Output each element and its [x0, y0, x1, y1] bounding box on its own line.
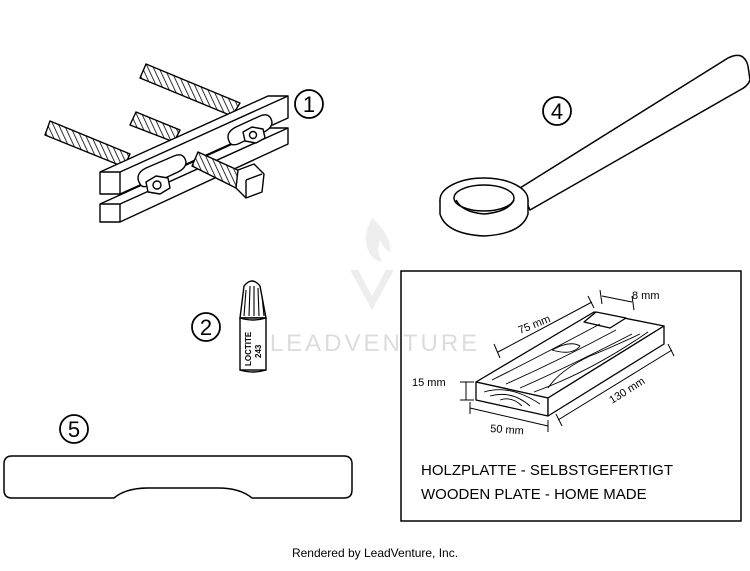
dim-height-label: 15 mm [412, 377, 446, 389]
loctite-body [239, 317, 267, 371]
dim-width-label: 50 mm [490, 423, 524, 437]
middle-threaded-rod [129, 111, 181, 143]
loctite-tube [239, 280, 267, 373]
wooden-plate-frame [400, 270, 742, 522]
puller-tool [44, 63, 289, 223]
caption-english: WOODEN PLATE - HOME MADE [421, 486, 647, 503]
callout-label-1: 1 [303, 92, 315, 117]
block-right-face [547, 325, 665, 417]
callout-circle-2 [191, 312, 221, 342]
dim-length-label: 75 mm [517, 313, 553, 337]
callout-label-5: 5 [68, 417, 80, 442]
slot-left [137, 154, 187, 188]
footer-credit: Rendered by LeadVenture, Inc. [291, 546, 459, 560]
ring-wrench [439, 54, 750, 237]
loctite-brand-text: LOCTITE [244, 331, 253, 366]
callout-circle-5 [59, 414, 89, 444]
callout-circle-4 [542, 96, 572, 126]
left-threaded-rod [44, 120, 131, 168]
wrench-ring-inner [453, 184, 515, 212]
callout-label-2: 2 [200, 315, 212, 340]
watermark-text: LEADVENTURE [270, 330, 480, 357]
rear-threaded-rod [139, 63, 241, 117]
callout-circle-1 [294, 89, 324, 119]
wrench-handle [519, 54, 750, 211]
dim-thickness-label: 8 mm [632, 290, 660, 302]
dimension-lines [460, 289, 675, 432]
watermark-logo [350, 218, 394, 310]
wooden-block [475, 311, 665, 417]
callout-label-4: 4 [551, 99, 563, 124]
caption-german: HOLZPLATTE - SELBSTGEFERTIGT [421, 462, 673, 479]
center-bolt-head [235, 163, 265, 199]
block-groove [583, 311, 627, 329]
flat-plate [3, 455, 353, 499]
loctite-number-text: 243 [254, 344, 263, 358]
dim-depth-label: 130 mm [607, 375, 647, 406]
